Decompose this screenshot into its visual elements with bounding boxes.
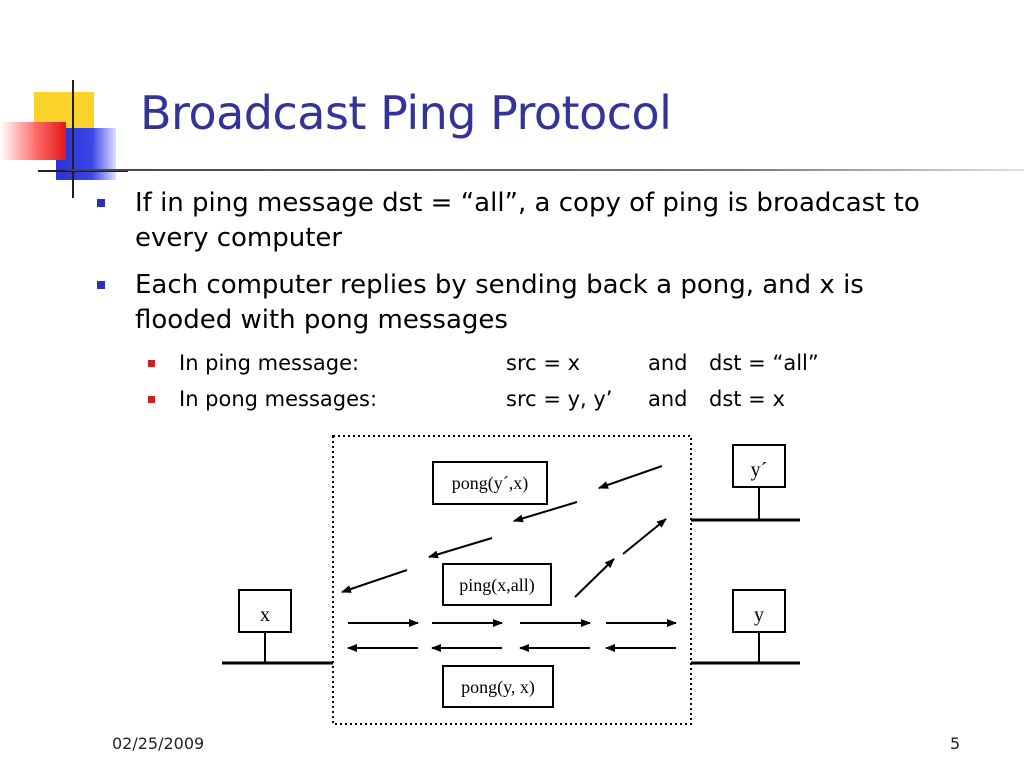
pong-y-prime-arrow	[513, 501, 578, 523]
pong-y-prime-arrow	[428, 537, 493, 559]
sub-bullet-square-icon	[148, 360, 155, 367]
message-label-ping-all: ping(x,all)	[459, 575, 534, 596]
footer-date: 02/25/2009	[112, 734, 205, 753]
bullet-square-icon	[97, 281, 105, 289]
bullet-square-icon	[97, 199, 105, 207]
bullet-item: Each computer replies by sending back a …	[97, 268, 917, 338]
sub-bullet-label: In ping message:	[179, 351, 360, 375]
node-y-prime-box	[732, 444, 786, 488]
sub-bullet-dst: dst = “all”	[709, 351, 819, 375]
logo-horizontal-line	[38, 170, 128, 172]
message-box-ping-all	[442, 563, 552, 606]
bullet-text: If in ping message dst = “all”, a copy o…	[135, 188, 920, 253]
title-divider	[66, 169, 1024, 171]
node-y-box	[732, 589, 786, 633]
ping-to-y-prime-arrow	[574, 558, 615, 598]
logo-red-square	[0, 122, 66, 160]
bullet-item: If in ping message dst = “all”, a copy o…	[97, 186, 920, 256]
sub-bullet-square-icon	[148, 396, 155, 403]
sub-bullet-src: src = y, y’	[506, 387, 613, 411]
message-box-pong-y	[442, 665, 554, 708]
sub-bullet-label: In pong messages:	[179, 387, 378, 411]
node-y-label: y	[754, 604, 764, 626]
network-boundary	[332, 435, 692, 725]
ping-to-y-prime-arrow	[622, 518, 667, 555]
node-x-label: x	[260, 604, 270, 626]
slide-title: Broadcast Ping Protocol	[140, 86, 672, 140]
message-label-pong-y-prime: pong(y´,x)	[452, 473, 528, 494]
sub-bullet-src: src = x	[506, 351, 581, 375]
node-x-box	[238, 589, 292, 633]
pong-y-prime-arrow	[598, 465, 663, 489]
logo-vertical-line	[72, 80, 74, 198]
message-box-pong-y-prime	[432, 461, 548, 505]
page-number: 5	[950, 734, 961, 753]
bullet-text: Each computer replies by sending back a …	[135, 270, 864, 335]
pong-y-prime-arrow	[341, 569, 408, 593]
sub-bullet-and: and	[648, 387, 688, 411]
sub-bullet-dst: dst = x	[709, 387, 785, 411]
node-y-prime-label: y´	[751, 459, 768, 481]
sub-bullet-and: and	[648, 351, 688, 375]
message-label-pong-y: pong(y, x)	[461, 677, 535, 698]
